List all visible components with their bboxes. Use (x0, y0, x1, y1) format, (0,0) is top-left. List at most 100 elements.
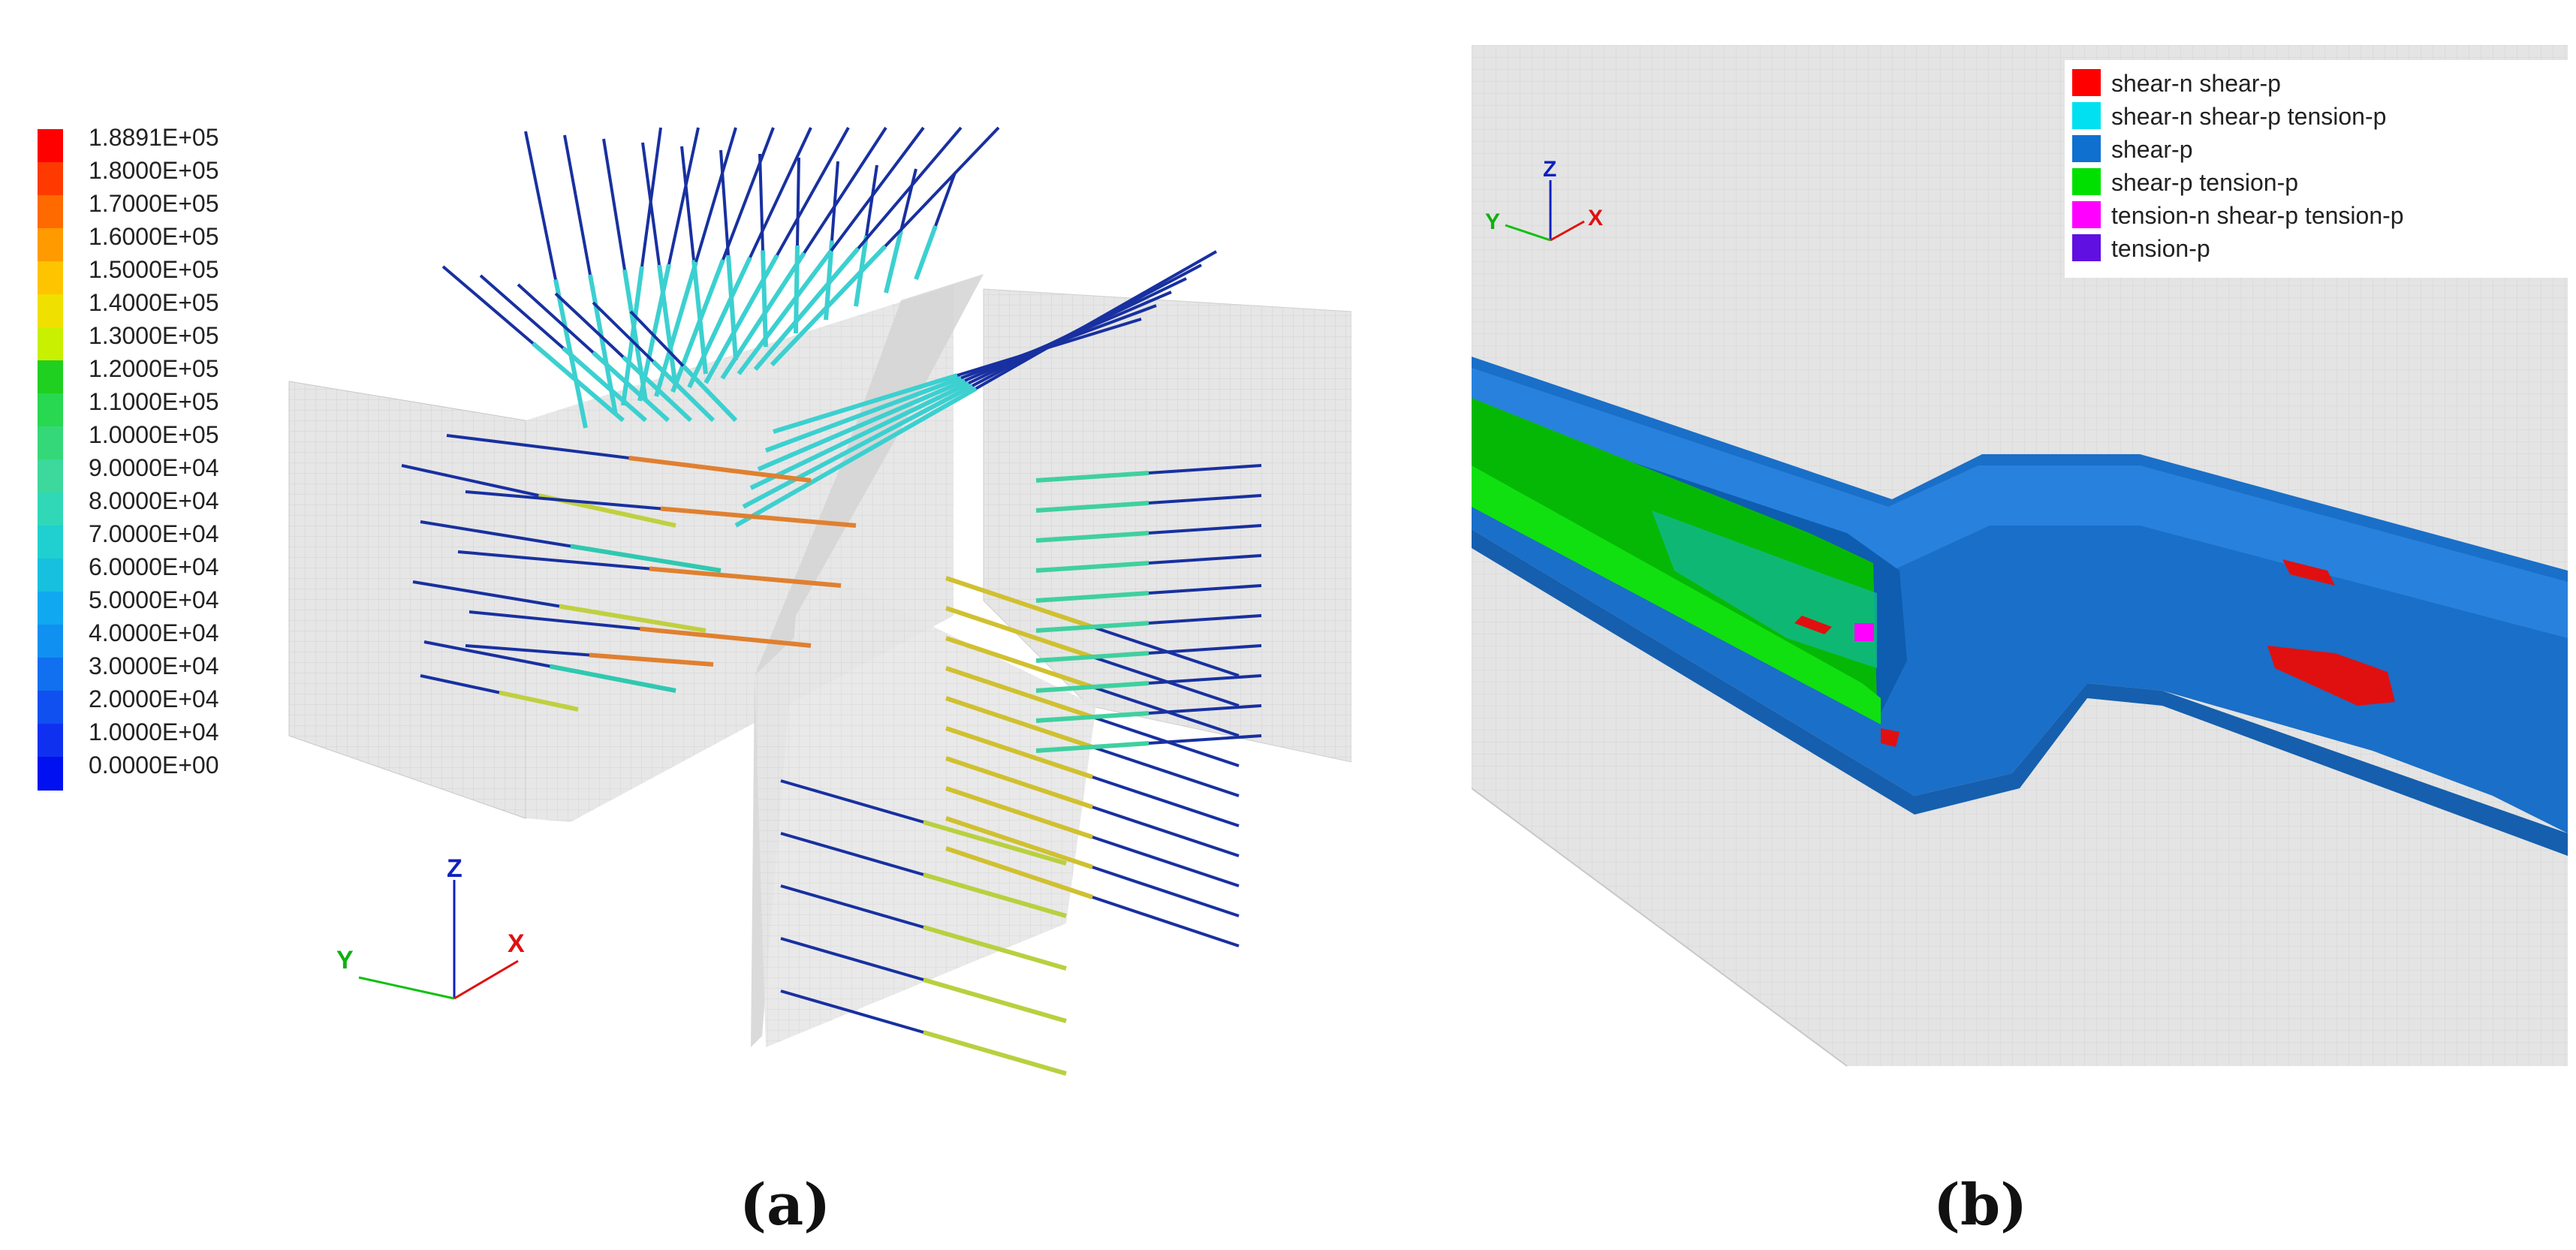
cable-bolt-segment (660, 506, 857, 528)
zone-shear-p-top (1472, 368, 2568, 638)
cable-bolt-segment (945, 606, 1093, 659)
cable-bolt-segment (1092, 866, 1240, 917)
cable-bolt-segment (1035, 651, 1149, 663)
legend-swatch (2072, 234, 2101, 261)
cable-bolt-segment (640, 626, 812, 648)
cable-bolt-segment (945, 786, 1093, 839)
panel-a-canvas: 1.8891E+051.8000E+051.7000E+051.6000E+05… (38, 124, 1352, 1076)
cable-bolt-segment (761, 250, 768, 348)
cable-bolt-segment (742, 384, 974, 509)
cable-bolt-segment (621, 355, 693, 423)
legend-swatch (2072, 102, 2101, 129)
cable-bolt-segment (562, 346, 647, 423)
cable-bolt-segment (1035, 621, 1149, 633)
axis-y-label: Y (336, 946, 354, 974)
colorbar-swatch (38, 559, 63, 592)
axis-x-label-b: X (1588, 206, 1603, 230)
colorbar-swatch (38, 459, 63, 493)
cable-bolt-segment (420, 520, 571, 548)
cable-bolt-segment (1035, 471, 1149, 483)
cable-bolt-segment (1148, 524, 1262, 535)
cable-bolt-segment (749, 381, 970, 490)
colorbar-label: 8.0000E+04 (89, 487, 219, 514)
zone-shear-n-shear-p-3 (2267, 646, 2395, 706)
cable-bolt-segment (651, 360, 716, 423)
cable-bolt-segment (945, 816, 1093, 869)
cable-bolt-segment (857, 126, 963, 250)
cable-bolt-segment (628, 456, 812, 483)
colorbar-swatch (38, 691, 63, 724)
cable-bolt-segment (1035, 681, 1149, 693)
zone-shear-n-shear-p-1 (1794, 616, 1832, 634)
cable-bolt-segment (734, 386, 978, 528)
zone-shear-n-shear-p-4 (1881, 728, 1900, 747)
cable-bolt-segment (960, 304, 1157, 380)
colorbar-swatch (38, 724, 63, 758)
cable-bolt-segment (640, 127, 662, 267)
colorbar-swatch (38, 162, 63, 196)
cable-bolt-segment (720, 252, 806, 380)
colorbar-label: 1.1000E+05 (89, 388, 219, 415)
cable-bolt-segment (726, 255, 738, 361)
cable-bolt-segment (704, 254, 779, 384)
cable-bolt-segment (945, 756, 1093, 809)
cable-bolt-segment (923, 977, 1067, 1023)
cable-bolt-segment (446, 434, 629, 459)
cable-bolt-segment (591, 351, 670, 423)
left-excavation-face (288, 381, 526, 819)
cable-bolt-segment (1092, 836, 1240, 887)
cable-bolt-segment (776, 127, 850, 256)
colorbar-label: 7.0000E+04 (89, 520, 219, 547)
legend-label: shear-p tension-p (2111, 169, 2298, 196)
colorbar-swatch (38, 393, 63, 427)
cable-bolts (401, 126, 1262, 1076)
zone-shear-n-shear-p-2 (2282, 559, 2335, 586)
cable-bolt-segment (923, 1030, 1067, 1076)
cable-bolt-segment (694, 127, 737, 263)
cable-bolt-segment (1092, 806, 1240, 857)
colorbar-label: 5.0000E+04 (89, 586, 219, 613)
cable-bolt-segment (532, 342, 625, 423)
colorbar-swatch (38, 294, 63, 328)
cable-bolt-segment (780, 937, 924, 981)
axis-triad-a: Z Y X (336, 854, 525, 1000)
cable-bolt-segment (589, 652, 714, 667)
cable-bolt-segment (945, 636, 1093, 689)
cable-bolt-segment (563, 134, 592, 276)
cable-bolt-segment (592, 301, 655, 363)
colorbar-label: 1.5000E+05 (89, 256, 219, 283)
cable-bolt-segment (554, 292, 625, 358)
cable-bolt-segment (753, 247, 860, 371)
cable-bolt-segment (517, 283, 595, 354)
colorbar-swatch (38, 757, 63, 791)
colorbar-label: 6.0000E+04 (89, 553, 219, 580)
legend-label: shear-n shear-p (2111, 70, 2281, 97)
cable-bolt-segment (1035, 741, 1149, 753)
colorbar-swatch (38, 625, 63, 658)
cable-bolt-segment (1035, 501, 1149, 513)
cable-bolt-segment (412, 580, 560, 608)
colorbar-label: 3.0000E+04 (89, 652, 219, 679)
zone-shear-p-tension-p-light (1472, 465, 1881, 724)
colorbar-label: 1.7000E+05 (89, 190, 219, 217)
cable-bolt-segment (770, 244, 887, 367)
cable-bolt-segment (945, 666, 1093, 719)
front-lower-face (755, 586, 1096, 1047)
cable-bolt-segment (803, 126, 887, 255)
cable-bolt-segment (479, 274, 565, 350)
cable-bolt-segment (570, 544, 722, 573)
colorbar-label: 1.6000E+05 (89, 223, 219, 250)
legend-swatch (2072, 69, 2101, 96)
cable-bolt-segment (945, 696, 1093, 749)
cable-bolt-segment (934, 172, 957, 227)
legend-label: tension-n shear-p tension-p (2111, 202, 2404, 229)
colorbar-label: 2.0000E+04 (89, 685, 219, 712)
axis-z-label-b: Z (1543, 157, 1556, 182)
colorbar-label: 1.2000E+05 (89, 355, 219, 382)
axis-z-label: Z (447, 854, 462, 883)
cable-bolt-segment (559, 604, 707, 633)
cable-bolt-segment (687, 256, 752, 389)
cable-bolt-segment (1148, 554, 1262, 565)
cable-bolt-segment (764, 375, 963, 453)
